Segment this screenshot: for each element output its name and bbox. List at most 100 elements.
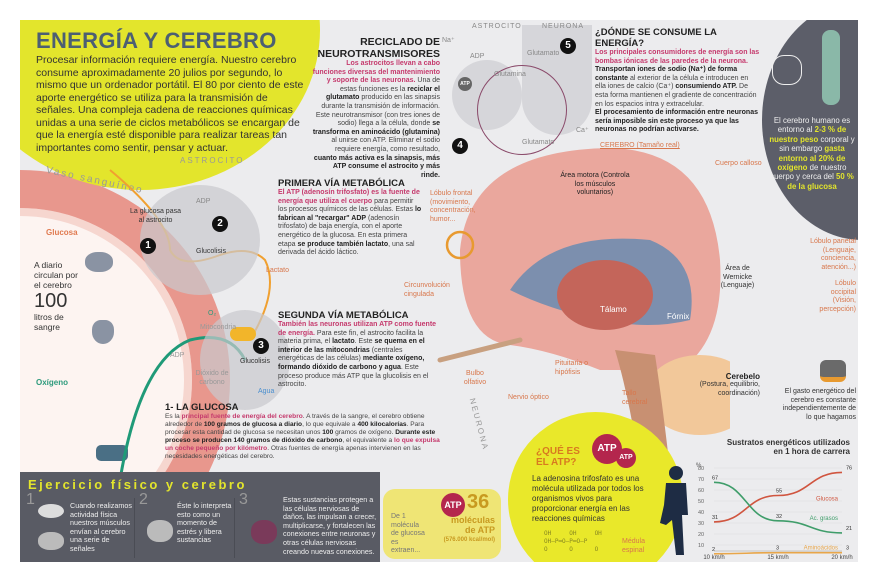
text: gasta entorno al 20% de oxígeno	[777, 144, 846, 173]
text: Cerebelo	[725, 372, 760, 381]
text: 400 kilocalorías	[357, 421, 407, 428]
daily-blood-fact: A diario circulan por el cerebro 100 lit…	[34, 260, 82, 332]
glucose-label: Glucosa	[46, 228, 78, 237]
glucose-section: 1- LA GLUCOSA Es la principal fuente de …	[165, 402, 445, 461]
brain-illustration	[437, 148, 730, 470]
mitochondria-icon	[230, 327, 256, 341]
adp-label-2: ADP	[170, 352, 185, 359]
energy-consumption-section: ¿DÓNDE SE CONSUME LA ENERGÍA? Los princi…	[595, 27, 760, 135]
glycolysis-label-2: Glucolisis	[240, 358, 270, 365]
series-label: Aminoácidos	[804, 546, 838, 552]
neuron-cluster-icon	[820, 360, 846, 382]
text: reciclar el glutamato	[325, 85, 440, 102]
recycling-text: Los astrocitos llevan a cabo funciones d…	[312, 60, 440, 180]
data-label: 76	[846, 465, 852, 471]
series-line-Glucosa	[713, 471, 843, 523]
x-tick-label: 10 km/h	[703, 555, 724, 560]
synapse-neuron-label: NEURONA	[542, 23, 585, 30]
recycling-title: RECICLADO DE NEUROTRANSMISORES	[317, 36, 440, 60]
text: corporal y sin embargo	[779, 134, 855, 154]
glutamate-label: Glutamato	[527, 50, 560, 57]
co2-label: Dióxido de carbono	[195, 370, 229, 386]
text: consumiendo ATP.	[675, 83, 738, 91]
text: De esta forma mantienen el gradiente de …	[595, 83, 757, 108]
text: . Este proceso produce más ATP que la gl…	[278, 363, 429, 389]
oxygen-label: Oxígeno	[36, 378, 69, 387]
glucose-title: 1- LA GLUCOSA	[165, 402, 239, 413]
brain-icon	[85, 252, 113, 272]
step-text: Estas sustancias protegen a las células …	[283, 495, 377, 556]
parietal-lobe-label: Lóbulo parietal (Lenguaje, conciencia, a…	[810, 238, 856, 271]
text: se transforma en aminoácido (glutamina)	[312, 120, 440, 136]
step-5-badge: 5	[560, 38, 576, 54]
occipital-lobe-label: Lóbulo occipital (Visión, percepción)	[819, 280, 856, 313]
text: principal fuente de energía del cerebro	[181, 413, 303, 420]
text: de ATP	[464, 525, 495, 535]
second-pathway-section: SEGUNDA VÍA METABÓLICA También las neuro…	[278, 310, 438, 390]
synapse-atp-badge: ATP	[458, 77, 472, 91]
y-tick-label: 20	[698, 532, 704, 538]
series-line-Aminoácidos	[713, 551, 842, 555]
text: , una sal derivada del ácido láctico.	[278, 240, 415, 257]
glutamate-label-2: Glutamato	[522, 139, 555, 146]
text: de nuestro cuerpo y cerca del	[770, 163, 847, 182]
atp-definition: La adenosina trifosfato es una molécula …	[532, 474, 644, 523]
ca-label: Ca⁺	[576, 127, 589, 134]
step-text: Éste lo interpreta esto como un momento …	[177, 501, 232, 545]
text: se quema en el interior de las mitocondr…	[278, 338, 425, 354]
text: lactato	[332, 338, 355, 346]
olfactory-bulb	[437, 337, 523, 363]
text: moléculas	[450, 515, 495, 525]
recycling-highlight: Los astrocitos llevan a cabo funciones d…	[312, 60, 440, 85]
brainstem-label: Tallo cerebral	[622, 390, 648, 406]
text: para permitir los procesos químicos de l…	[278, 197, 415, 214]
text: mediante oxígeno, formando dióxido de ca…	[278, 355, 425, 371]
text: El procesamiento de información entre ne…	[595, 109, 758, 134]
step-2-badge: 2	[212, 216, 228, 232]
exercise-step-3: 3 Estas sustancias protegen a las células…	[234, 491, 380, 558]
text: . Otras fuentes de energía apenas interv…	[165, 445, 421, 460]
frontal-lobe-label: Lóbulo frontal (movimiento, concentració…	[430, 190, 476, 223]
infographic: ENERGÍA Y CEREBRO Procesar información r…	[20, 20, 858, 562]
text: ¿QUÉ ES	[536, 446, 580, 457]
y-tick-label: 70	[698, 477, 704, 483]
thalamus	[557, 260, 653, 330]
text: 2-3 % de nuestro peso	[769, 125, 847, 144]
fornix-label: Fórnix	[667, 312, 690, 321]
data-label: 55	[776, 489, 782, 495]
y-tick-label: 10	[698, 543, 704, 549]
step-number: 3	[239, 491, 248, 508]
text: . Para procesar esta cantidad de glucosa…	[165, 421, 425, 436]
metabolic-paths	[109, 169, 290, 481]
mitochondria-label: Mitocondria	[200, 324, 237, 331]
data-label: 31	[712, 515, 718, 521]
step-number: 2	[139, 491, 148, 508]
astrocyte-label: ASTROCITO	[180, 156, 245, 165]
x-tick-label: 20 km/h	[831, 555, 852, 560]
y-tick-label: 30	[698, 521, 704, 527]
text: 100	[322, 429, 334, 436]
text: Transportan iones de sodio (Na⁺) de form…	[595, 66, 738, 82]
muscle-icon	[38, 504, 64, 518]
body-fact-text: El cerebro humano es entorno al 2-3 % de…	[768, 116, 856, 191]
text: (adenosín trifosfato) de baja energía, c…	[278, 214, 408, 248]
second-pathway-title: SEGUNDA VÍA METABÓLICA	[278, 310, 409, 321]
runner-icon	[660, 466, 688, 555]
recycling-cycle	[477, 65, 567, 155]
glycolysis-label-1: Glucolisis	[196, 248, 226, 255]
motor-area-label: Área motora (Controla los músculos volun…	[560, 172, 630, 196]
text: cuanto más activa es la sinapsis, más AT…	[313, 154, 440, 179]
zoom-circle	[445, 230, 475, 260]
adp-label: ADP	[196, 198, 211, 205]
constant-expense-text: El gasto energético del cerebro es const…	[782, 388, 856, 421]
exercise-title: Ejercicio físico y cerebro	[28, 477, 247, 492]
daily-text: A diario circulan por el cerebro	[34, 260, 78, 290]
atp-badge: ATP	[441, 493, 465, 517]
y-axis-label: %	[696, 463, 702, 469]
text: (Postura, equilibrio, coordinación)	[699, 381, 760, 397]
intro-text: Procesar información requiere energía. N…	[36, 54, 304, 154]
